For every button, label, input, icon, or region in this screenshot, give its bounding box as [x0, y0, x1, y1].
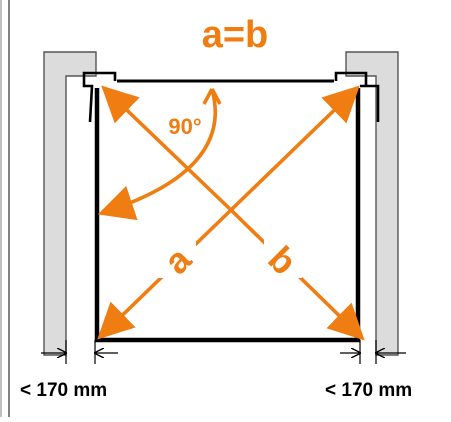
diagonal-b-label-gap: [264, 240, 302, 278]
title-formula: a=b: [202, 14, 269, 56]
right-angle-arc: [97, 88, 218, 221]
left-bracket: [82, 71, 117, 123]
left-gap-label: < 170 mm: [20, 380, 107, 401]
diagonal-a-label-gap: [158, 240, 196, 278]
diagonal-a-arrow-upper: [229, 85, 360, 212]
right-angle-arc-start-arrow: [202, 88, 222, 105]
enclosure-square: [94, 88, 361, 343]
right-bracket: [334, 71, 380, 122]
angle-label: 90°: [168, 114, 201, 139]
right-gap-label: < 170 mm: [325, 380, 412, 401]
left-wall: [43, 51, 97, 356]
diagonal-b-arrow: [101, 85, 233, 212]
right-wall: [345, 51, 399, 356]
